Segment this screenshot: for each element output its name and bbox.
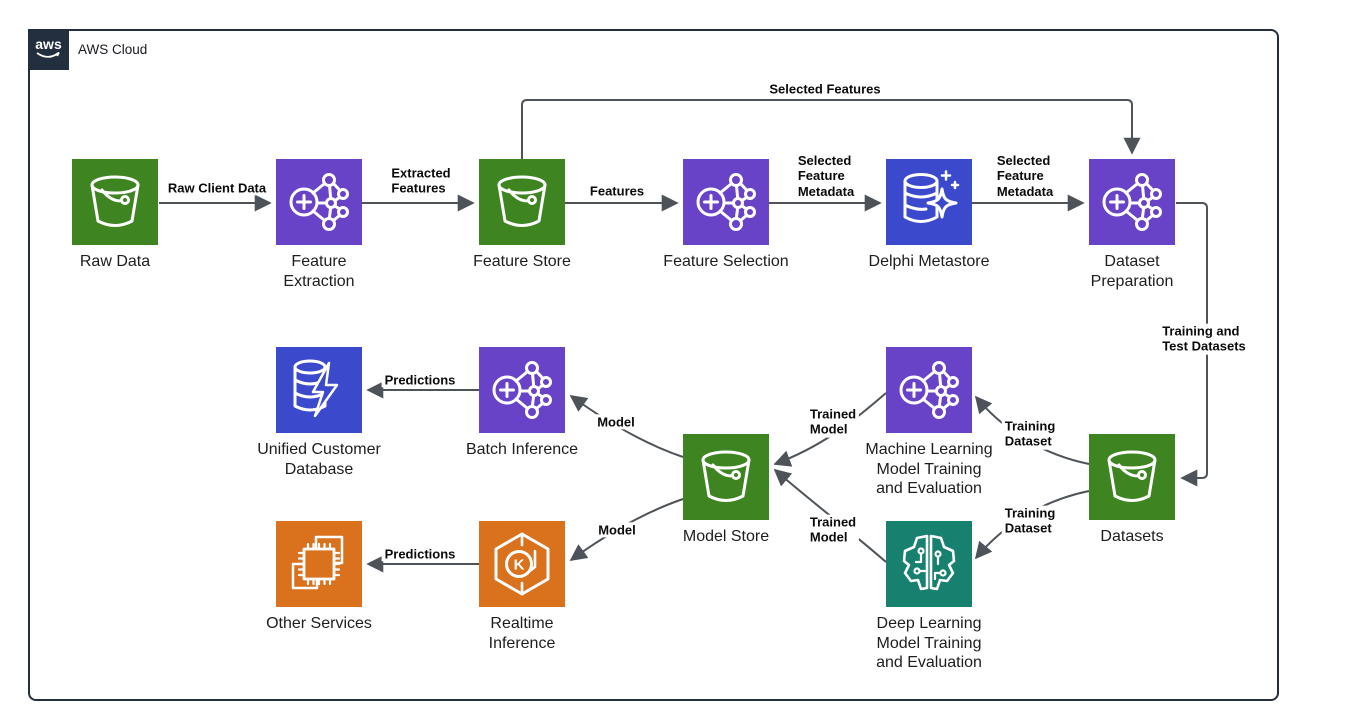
s3-bucket-icon [683,434,769,520]
edge-label-model-1: Model [594,414,638,430]
edge-label-extracted-features: Extracted Features [388,165,454,197]
node-other-services: Other Services [266,521,372,632]
node-delphi-metastore: Delphi Metastore [869,159,989,270]
chip-services-icon [276,521,362,607]
s3-bucket-icon [72,159,158,245]
edge-label-trained-model-2: Trained Model [806,514,860,546]
ml-network-icon [1089,159,1175,245]
aws-smile-icon [36,51,60,58]
node-label: Other Services [266,615,372,632]
edge-label-selected-features: Selected Features [766,81,884,97]
database-sparkle-icon [886,159,972,245]
node-label: Raw Data [79,253,151,270]
database-lightning-icon [276,347,362,433]
node-label: Datasets [1100,528,1164,545]
node-label: Feature Store [473,253,571,270]
edge-label-predictions-1: Predictions [381,372,459,388]
brain-circuit-icon [886,521,972,607]
node-feature-store: Feature Store [473,159,571,270]
ml-network-icon [276,159,362,245]
edge-label-training-dataset-2: Training Dataset [1001,505,1059,537]
node-model-store: Model Store [683,434,769,545]
node-label: Machine Learning Model Training and Eval… [865,441,993,498]
edge-label-raw-client-data: Raw Client Data [164,180,270,196]
edge-label-selected-feature-metadata-2: Selected Feature Metadata [993,153,1057,199]
node-label: Feature Selection [663,253,789,270]
edge-label-model-2: Model [595,522,639,538]
node-label: Feature Extraction [283,253,355,290]
node-dataset-preparation: Dataset Preparation [1089,159,1175,290]
node-label: Dataset Preparation [1090,253,1174,290]
edge-label-trained-model-1: Trained Model [806,406,860,438]
ml-network-icon [683,159,769,245]
node-label: Batch Inference [465,441,579,458]
node-feature-selection: Feature Selection [663,159,789,270]
s3-bucket-icon [479,159,565,245]
node-label: Delphi Metastore [868,253,990,270]
aws-cloud-label: AWS Cloud [78,42,148,57]
node-datasets: Datasets [1089,434,1175,545]
node-feature-extraction: Feature Extraction [276,159,362,290]
node-label: Unified Customer Database [257,441,381,478]
aws-logo-text: aws [35,36,62,52]
node-dl-training: Deep Learning Model Training and Evaluat… [876,521,982,671]
node-ml-training: Machine Learning Model Training and Eval… [865,347,993,497]
node-label: Model Store [682,528,770,545]
node-label: Deep Learning Model Training and Evaluat… [876,615,982,672]
node-batch-inference: Batch Inference [466,347,578,458]
eks-hexagon-k-icon: K [479,521,565,607]
edge-label-selected-feature-metadata-1: Selected Feature Metadata [794,153,858,199]
edge-label-predictions-2: Predictions [381,546,459,562]
ml-network-icon [479,347,565,433]
svg-text:K: K [514,557,525,574]
aws-cloud-boundary [28,29,1279,701]
aws-smile-tip-icon [56,52,60,57]
aws-logo: aws [28,29,69,70]
ml-network-icon [886,347,972,433]
node-unified-customer-database: Unified Customer Database [257,347,381,478]
node-realtime-inference: K Realtime Inference [479,521,565,652]
s3-bucket-icon [1089,434,1175,520]
edge-label-training-dataset-1: Training Dataset [1001,418,1059,450]
node-raw-data: Raw Data [72,159,158,270]
edge-label-features: Features [586,183,648,199]
node-label: Realtime Inference [488,615,556,652]
edge-label-training-and-test-datasets: Training and Test Datasets [1159,323,1249,355]
